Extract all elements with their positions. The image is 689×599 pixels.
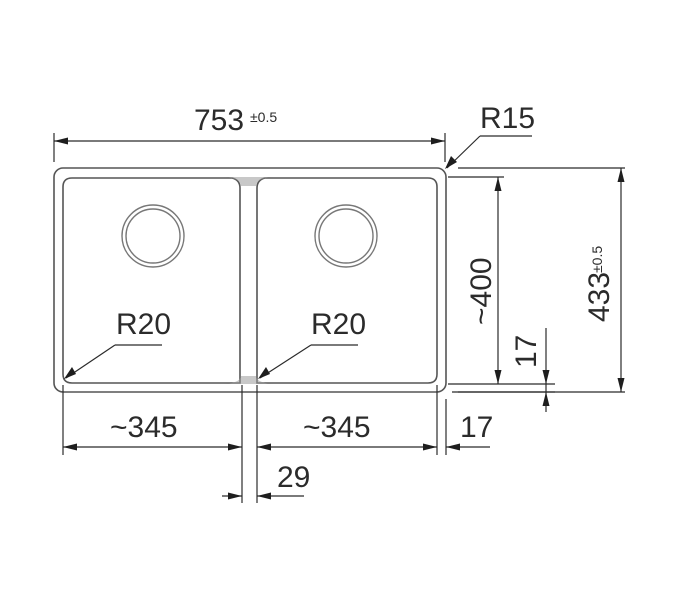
left-bowl-width-value: ~345 [110,411,178,444]
right-bowl-radius-label: R20 [311,308,366,341]
overall-width-value: 753 [194,104,244,137]
left-bowl [62,177,241,384]
overall-depth-value: 433 [583,272,616,322]
dim-right-bowl-width: ~345 [257,411,437,451]
divider-bottom-fillet [224,376,273,384]
bowl-depth-value: ~400 [465,257,498,325]
dim-left-bowl-width: ~345 [63,411,242,451]
side-rim-value: 17 [460,411,493,444]
outer-radius-label: R15 [480,102,535,135]
leader-right-bowl-radius: R20 [258,308,366,379]
dim-overall-depth: 433 ±0.5 [458,167,625,393]
dim-overall-width: 753 ±0.5 [53,104,446,162]
right-drain-icon [314,204,378,268]
dim-bowl-depth: ~400 [448,176,555,385]
right-bowl-width-value: ~345 [303,411,371,444]
divider-width-value: 29 [277,461,310,494]
dim-divider-width: 29 [222,461,310,500]
sink-outer-outline [53,167,447,393]
dim-side-rim: 17 [446,411,493,451]
overall-width-tolerance: ±0.5 [250,109,277,125]
right-bowl [256,177,438,384]
overall-depth-tolerance: ±0.5 [589,246,605,273]
extension-lines-bottom [62,385,447,503]
left-drain-icon [121,204,185,268]
leader-left-bowl-radius: R20 [64,308,171,379]
left-bowl-radius-label: R20 [116,308,171,341]
dim-front-rim: 17 [452,328,555,412]
leader-outer-radius: R15 [445,102,535,169]
front-rim-value: 17 [510,335,543,368]
divider-top-fillet [224,177,273,186]
